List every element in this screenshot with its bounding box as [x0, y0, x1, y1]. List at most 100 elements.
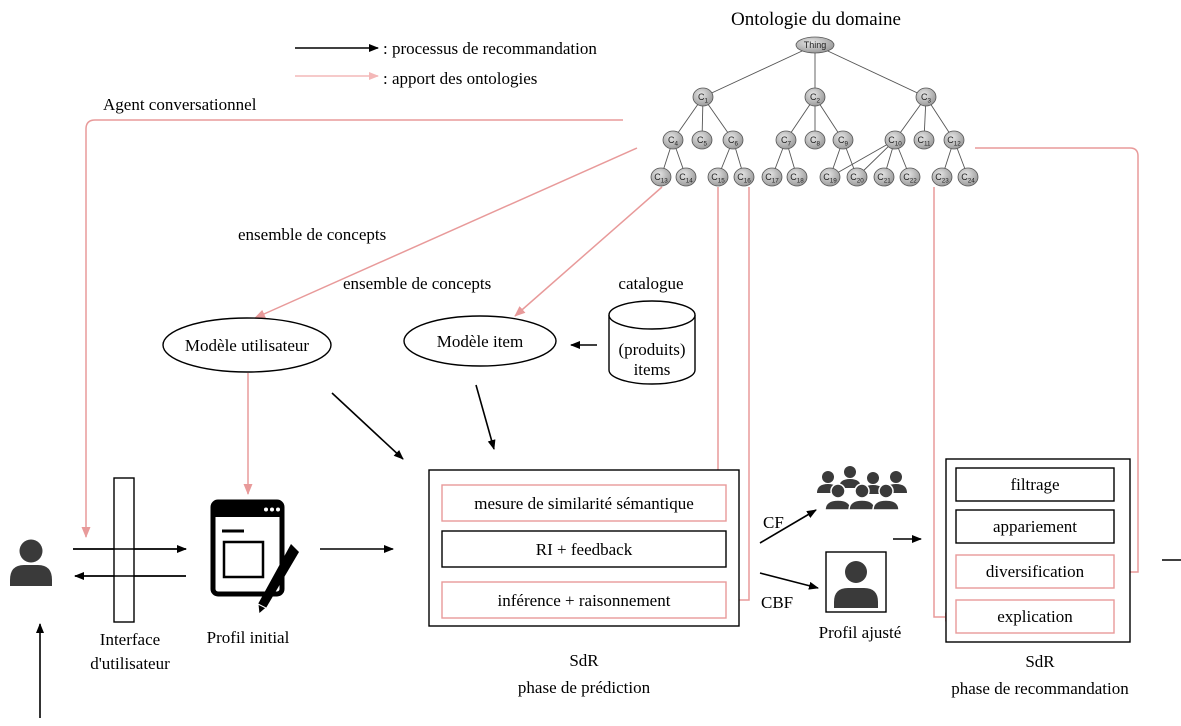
user-model-to-prediction-arrow — [331, 392, 404, 460]
prediction-to-cbf-arrow — [759, 572, 819, 590]
ontology-node-shape — [804, 130, 826, 150]
user-model: Modèle utilisateur — [162, 317, 332, 373]
ontology-node-label: C9 — [838, 135, 849, 147]
ontology-node-shape — [662, 130, 684, 150]
ontology-node: C3 — [915, 87, 937, 107]
ri-feedback-box — [441, 530, 727, 568]
cbf-label: CBF — [761, 593, 793, 612]
explication-label: explication — [997, 607, 1073, 626]
ontology-node: C21 — [873, 167, 895, 187]
user-person-icon — [10, 539, 52, 586]
prediction-caption-line1: SdR — [569, 651, 599, 670]
user-interface: Interface d'utilisateur — [73, 477, 186, 673]
items-label-line2: items — [634, 360, 671, 379]
interface-label-line1: Interface — [100, 630, 160, 649]
ontology-node: C11 — [913, 130, 935, 150]
ontology-edge — [814, 44, 927, 98]
cf-label: CF — [763, 513, 784, 532]
diversification-box — [955, 554, 1115, 589]
agent-label: Agent conversationnel — [103, 95, 257, 114]
concepts-label-1: ensemble de concepts — [238, 225, 386, 244]
ontology-node-label: C2 — [810, 92, 821, 104]
legend-black-label: : processus de recommandation — [383, 39, 597, 58]
ontology-node: C24 — [957, 167, 979, 187]
cylinder-top — [608, 300, 696, 330]
recommendation-phase-box: filtrage appariement diversification exp… — [945, 458, 1131, 643]
concepts-label-2: ensemble de concepts — [343, 274, 491, 293]
item-model-label: Modèle item — [437, 332, 523, 351]
ontology-node-shape — [795, 36, 835, 54]
inference-box — [441, 581, 727, 619]
ontology-node-shape — [761, 167, 783, 187]
ontology-node: C22 — [899, 167, 921, 187]
ontology-node-shape — [675, 167, 697, 187]
filtrage-label: filtrage — [1010, 475, 1059, 494]
user-model-ellipse — [162, 317, 332, 373]
adjusted-profile-label: Profil ajusté — [819, 623, 902, 642]
item-model-to-prediction-arrow — [475, 384, 496, 450]
cylinder-body — [608, 315, 696, 385]
catalogue-database: (produits) items — [608, 300, 696, 385]
ontology-node: C9 — [832, 130, 854, 150]
ontology-node-shape — [884, 130, 906, 150]
ontology-node-shape — [707, 167, 729, 187]
user-model-label: Modèle utilisateur — [185, 336, 310, 355]
items-label-line1: (produits) — [618, 340, 685, 359]
recommendation-caption-line2: phase de recommandation — [951, 679, 1129, 698]
ontology-node-shape — [733, 167, 755, 187]
ontology-node-shape — [804, 87, 826, 107]
ontology-edges — [660, 44, 969, 178]
ontology-node-shape — [786, 167, 808, 187]
agent-pink-arrow — [81, 119, 623, 538]
concepts-to-item-model-arrow — [514, 186, 663, 317]
ontology-node-label: C4 — [668, 135, 679, 147]
ontology-node: C17 — [761, 167, 783, 187]
ontology-node: C15 — [707, 167, 729, 187]
ontology-node-shape — [722, 130, 744, 150]
ontology-node: C4 — [662, 130, 684, 150]
ontology-edge — [702, 44, 816, 98]
ontology-node: C23 — [931, 167, 953, 187]
ontology-node: Thing — [795, 36, 835, 54]
ontology-node: C18 — [786, 167, 808, 187]
similarity-label: mesure de similarité sémantique — [474, 494, 694, 513]
ontology-node: C14 — [675, 167, 697, 187]
c12-to-diversification-arrow — [975, 147, 1139, 577]
ontology-node: C13 — [650, 167, 672, 187]
appariement-label: appariement — [993, 517, 1077, 536]
ontology-node-shape — [943, 130, 965, 150]
ontology-node-shape — [775, 130, 797, 150]
ontology-node-label: C7 — [781, 135, 792, 147]
diversification-label: diversification — [986, 562, 1085, 581]
ontology-node-label: C3 — [921, 92, 932, 104]
adjusted-profile-icon — [825, 551, 887, 613]
filtrage-box — [955, 467, 1115, 502]
legend-pink-label: : apport des ontologies — [383, 69, 537, 88]
prediction-to-cf-arrow — [759, 509, 817, 544]
ontology-node-label: Thing — [804, 40, 827, 50]
ontology-node-label: C8 — [810, 135, 821, 147]
ontology-node: C10 — [884, 130, 906, 150]
recommendation-caption-line1: SdR — [1025, 652, 1055, 671]
interface-bar — [113, 477, 135, 623]
explication-box — [955, 599, 1115, 634]
prediction-phase-box: mesure de similarité sémantique RI + fee… — [428, 469, 740, 627]
ontology-arrows — [81, 119, 1139, 622]
ontology-node: C16 — [733, 167, 755, 187]
ontology-node: C8 — [804, 130, 826, 150]
ontology-node: C5 — [691, 130, 713, 150]
ontology-node-label: C1 — [698, 92, 709, 104]
ontology-node-shape — [957, 167, 979, 187]
inference-label: inférence + raisonnement — [498, 591, 671, 610]
prediction-caption-line2: phase de prédiction — [518, 678, 651, 697]
ontology-node: C20 — [846, 167, 868, 187]
appariement-box — [955, 509, 1115, 544]
ontology-node: C19 — [819, 167, 841, 187]
ontology-node-shape — [873, 167, 895, 187]
ontology-node-shape — [691, 130, 713, 150]
catalogue-label: catalogue — [618, 274, 683, 293]
initial-profile-icon — [210, 499, 299, 616]
initial-profile-label: Profil initial — [207, 628, 290, 647]
ontology-title: Ontologie du domaine — [731, 9, 901, 30]
